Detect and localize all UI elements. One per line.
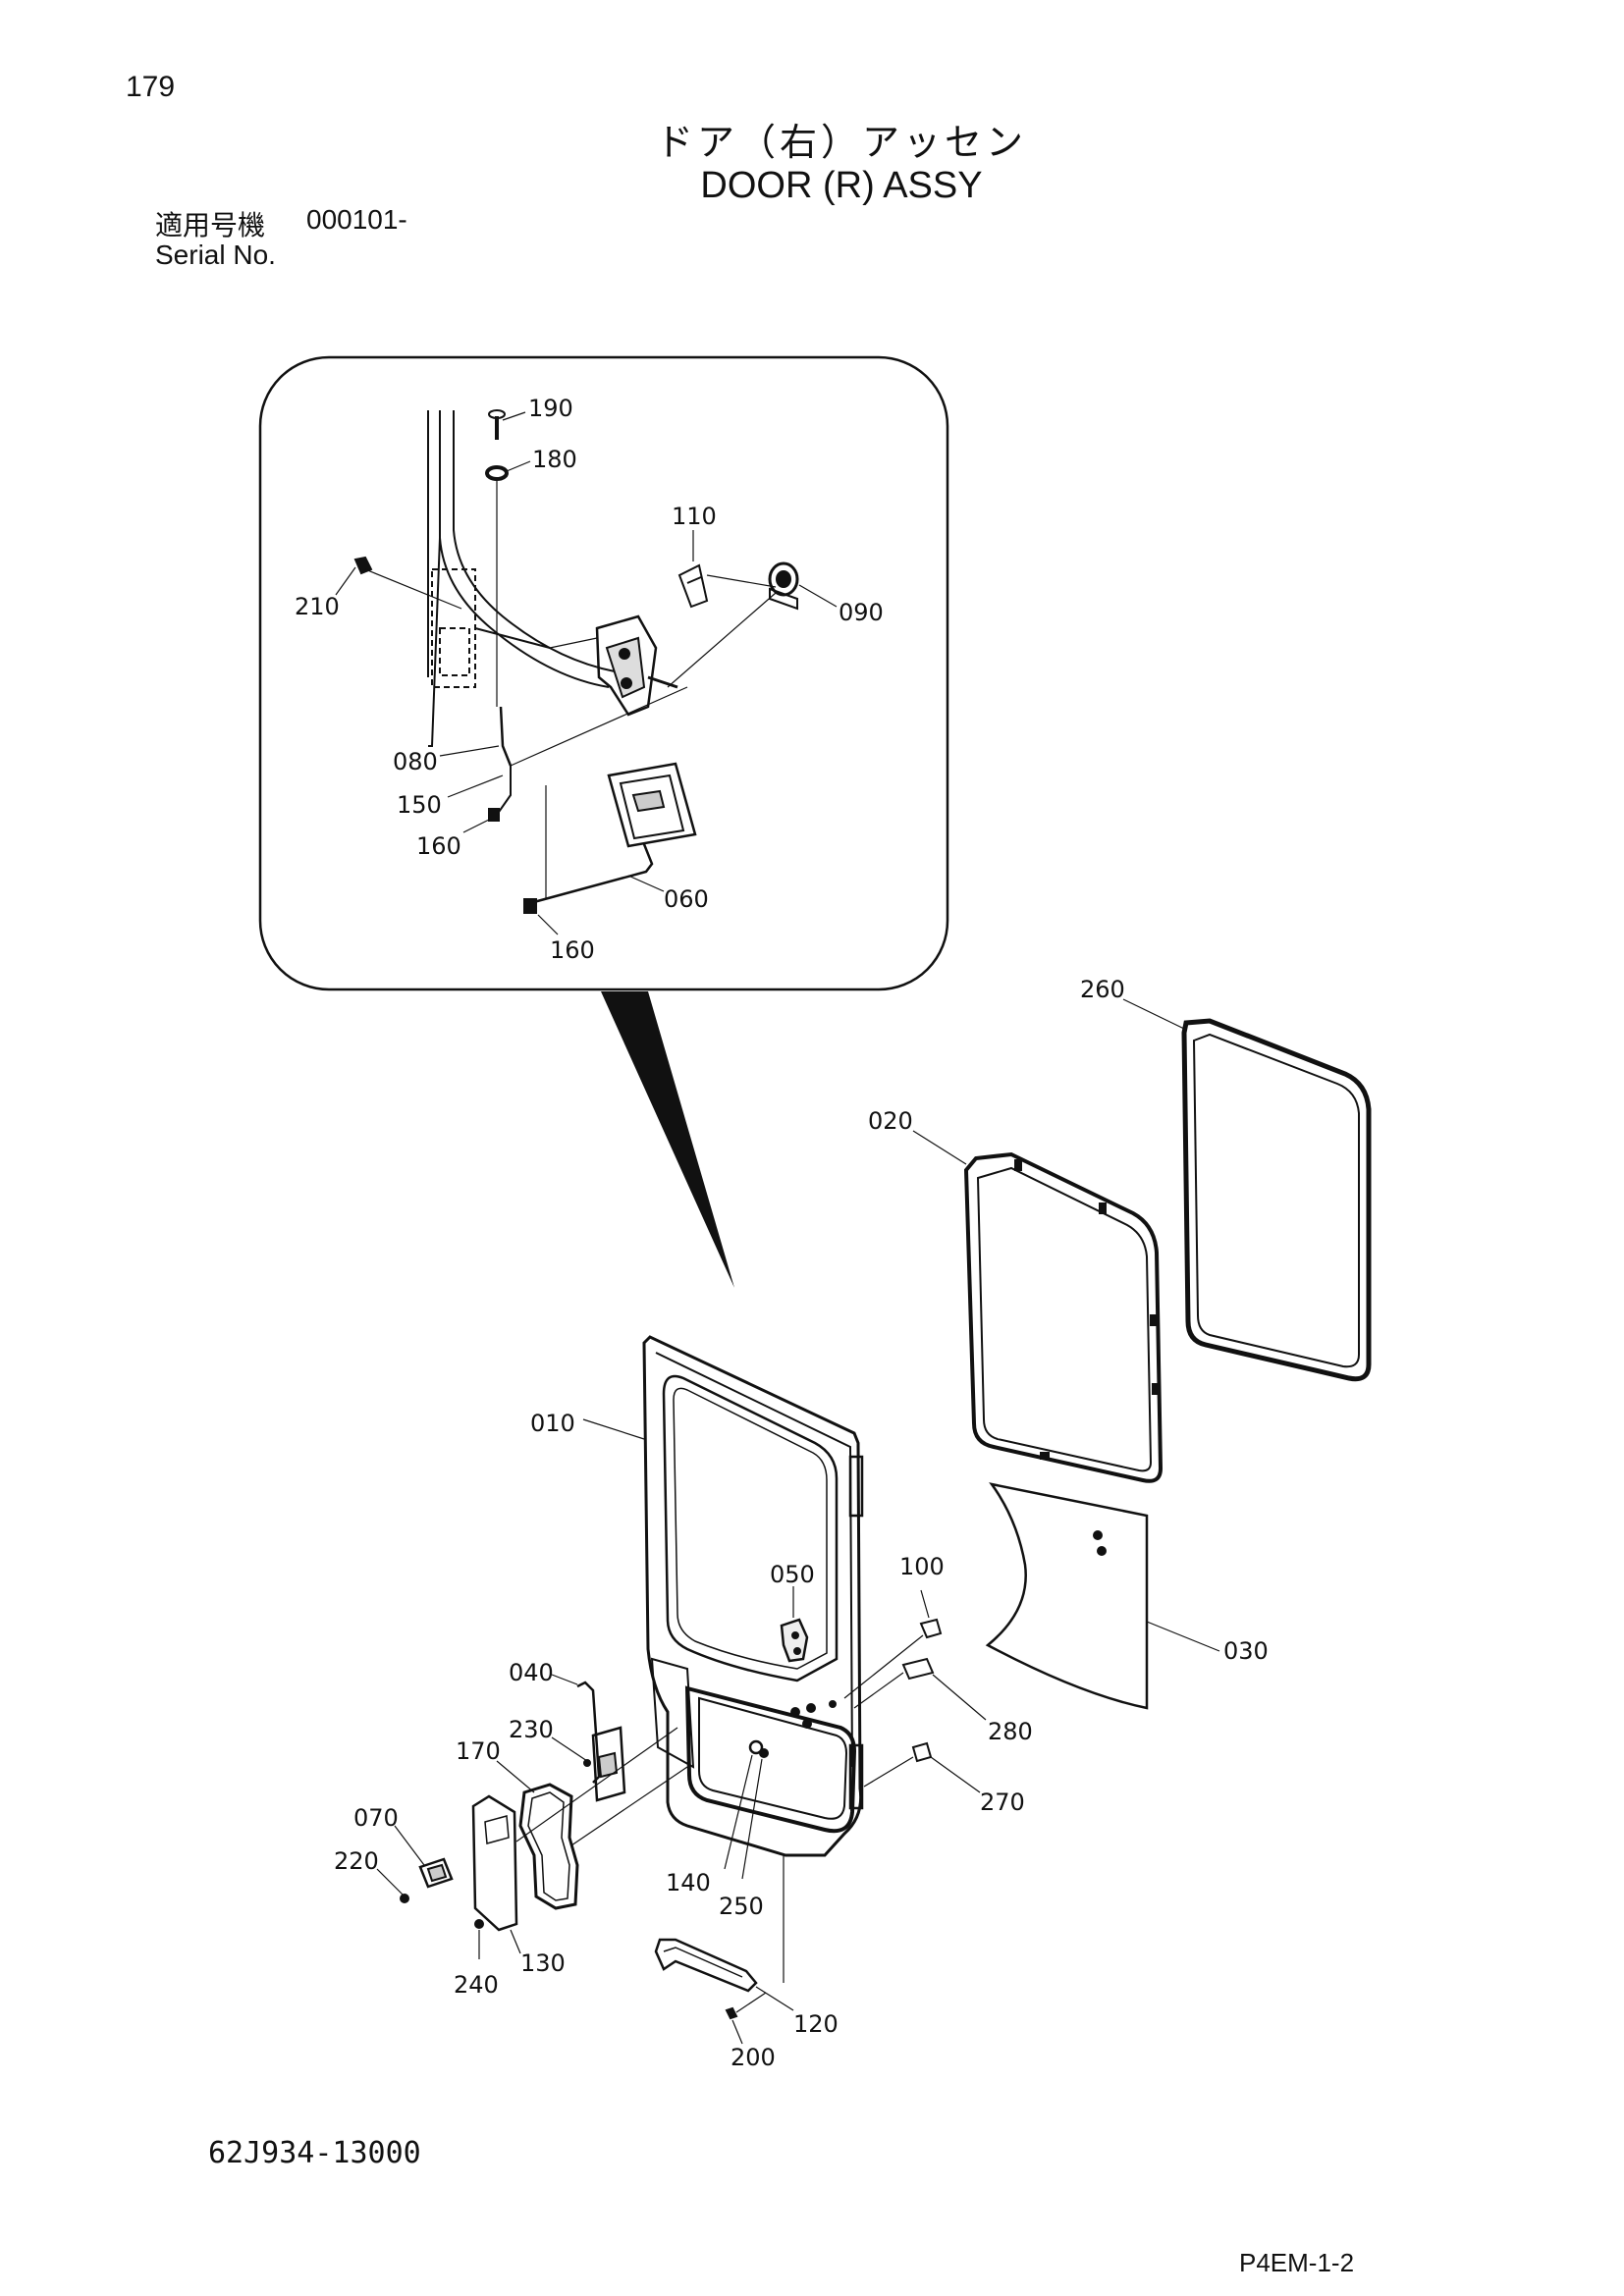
clip-160-upper xyxy=(488,808,500,822)
callout-200: 200 xyxy=(731,2044,776,2071)
callout-170: 170 xyxy=(456,1737,501,1765)
detail-inset-frame xyxy=(258,355,949,991)
weatherstrip-260 xyxy=(1181,1018,1372,1382)
serial-range: 000101- xyxy=(306,204,407,235)
callout-250: 250 xyxy=(719,1893,764,1920)
callout-080: 080 xyxy=(393,748,438,775)
callout-130: 130 xyxy=(520,1949,566,1977)
callout-040: 040 xyxy=(509,1659,554,1686)
detail-inset: 190 180 110 210 090 080 150 160 060 160 xyxy=(258,355,949,1288)
inset-frame-edge xyxy=(439,410,610,688)
callout-070: 070 xyxy=(353,1804,399,1832)
page-title-english: DOOR (R) ASSY xyxy=(700,165,983,206)
inner-handle-230 xyxy=(583,1726,626,1802)
clip-160-lower xyxy=(523,898,537,914)
striker-100 xyxy=(919,1618,943,1639)
door-glass-020 xyxy=(963,1151,1164,1483)
clip-110 xyxy=(677,563,709,609)
callout-240: 240 xyxy=(454,1971,499,1999)
screw-220 xyxy=(400,1894,409,1903)
callout-020: 020 xyxy=(868,1107,913,1135)
callout-120: 120 xyxy=(793,2010,839,2038)
page-code: P4EM-1-2 xyxy=(1239,2248,1355,2277)
grab-handle-120 xyxy=(654,1938,758,1993)
callout-260: 260 xyxy=(1080,976,1125,1003)
page-number: 179 xyxy=(126,71,176,103)
callout-160-lower: 160 xyxy=(550,936,595,964)
callout-160-upper: 160 xyxy=(416,832,461,860)
detail-pointer xyxy=(601,991,734,1288)
seal-170 xyxy=(518,1783,579,1910)
callout-280: 280 xyxy=(988,1718,1033,1745)
callout-010: 010 xyxy=(530,1410,575,1437)
washer-180 xyxy=(485,465,509,481)
part-280 xyxy=(901,1657,935,1681)
callout-210: 210 xyxy=(295,593,340,620)
rod-040 xyxy=(576,1681,601,1784)
grommet-140 xyxy=(748,1739,764,1755)
callout-110: 110 xyxy=(672,503,717,530)
rod-080 xyxy=(499,706,513,767)
part-270 xyxy=(911,1741,933,1763)
serial-label-japanese: 適用号機 xyxy=(155,209,266,241)
callout-090: 090 xyxy=(839,599,884,626)
callout-230: 230 xyxy=(509,1716,554,1743)
callout-060: 060 xyxy=(664,885,709,913)
callout-150: 150 xyxy=(397,791,442,819)
callout-100: 100 xyxy=(899,1553,945,1580)
inner-handle xyxy=(607,762,697,848)
key-cylinder-090 xyxy=(768,561,799,611)
callout-180: 180 xyxy=(532,446,577,473)
cap-070 xyxy=(418,1857,454,1889)
door-lock-050 xyxy=(780,1618,809,1663)
bolt-200 xyxy=(725,2006,738,2020)
cover-130 xyxy=(471,1794,518,1932)
callout-050: 050 xyxy=(770,1561,815,1588)
callout-140: 140 xyxy=(666,1869,711,1896)
screw-240 xyxy=(474,1919,484,1929)
drawing-number: 62J934-13000 xyxy=(208,2136,421,2170)
callout-270: 270 xyxy=(980,1789,1025,1816)
rod-060 xyxy=(529,843,654,905)
lower-panel-030 xyxy=(985,1482,1149,1710)
door-frame-010 xyxy=(642,1335,864,1857)
page-title-japanese: ドア（右）アッセン xyxy=(655,121,1027,164)
callout-030: 030 xyxy=(1223,1637,1269,1665)
bolt-210 xyxy=(353,556,373,575)
inset-lock-body xyxy=(549,614,678,717)
callout-190: 190 xyxy=(528,395,573,422)
serial-label-english: Serial No. xyxy=(155,240,276,270)
callout-220: 220 xyxy=(334,1847,379,1875)
plug-250 xyxy=(759,1748,769,1758)
